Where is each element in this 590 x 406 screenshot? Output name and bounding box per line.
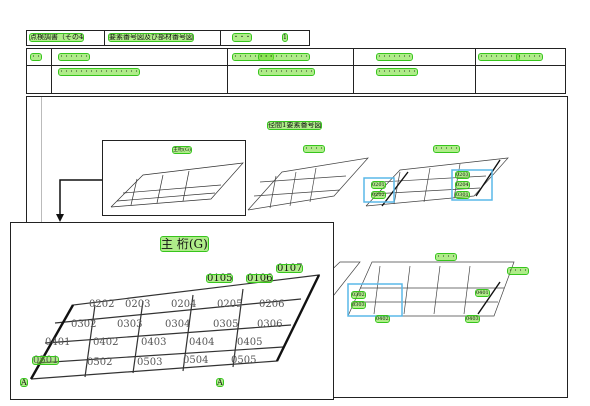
grid-label-r3-c4: 0404 xyxy=(189,337,215,348)
grid-label-r4-c3: 0503 xyxy=(137,357,163,368)
inset-thumbnail: 主桁(G) xyxy=(102,140,246,216)
info-cell-3: ・・・・・・・・ xyxy=(231,53,275,61)
thumb-label-6: 0302 xyxy=(351,291,366,299)
info-cell-2: ・・・・・・ xyxy=(57,53,91,61)
grid-label-r1-c1: 0202 xyxy=(89,299,115,310)
document-subtitle: 要素番号図及び部材番号図 xyxy=(108,33,194,42)
callout-1: 0105 xyxy=(205,273,234,284)
plan-title: 径間1要素番号図 xyxy=(266,121,323,130)
grid-label-r4-c5: 0505 xyxy=(231,355,257,366)
corner-label-left: A xyxy=(20,378,28,387)
thumb-label-8: 0401 xyxy=(475,289,490,297)
grid-label-r1-c4: 0205 xyxy=(217,299,243,310)
page-mark-1: ・・・ xyxy=(231,33,253,42)
info-cell-7: ・・・・・ xyxy=(515,53,544,61)
info-cell-8: ・・・・・・・・・・・・・・・・ xyxy=(57,68,141,76)
thumb-label-1: 0201 xyxy=(371,181,386,189)
sub-title-2: ・・・・ xyxy=(302,145,326,153)
thumb-label-4: 0204 xyxy=(455,181,470,189)
sub-title-3: ・・・・・ xyxy=(432,145,461,153)
title-box: 点検調書（その4 xyxy=(26,30,106,46)
corner-label-right: A xyxy=(216,378,224,387)
info-table: ・・ ・・・・・・ ・・・・・・・・ ・・・・・・・・・・ ・・・・・・・ ・・… xyxy=(26,48,566,94)
sub-title-4: ・・・・ xyxy=(434,253,458,261)
info-cell-10: ・・・・・・・・ xyxy=(375,68,419,76)
info-cell-1: ・・ xyxy=(29,53,43,61)
grid-label-r2-c4: 0305 xyxy=(213,319,239,330)
grid-label-r2-c3: 0304 xyxy=(165,319,191,330)
grid-label-r4-c1: 0501 xyxy=(31,355,60,366)
grid-label-r2-c2: 0303 xyxy=(117,319,143,330)
grid-label-r4-c2: 0502 xyxy=(87,357,113,368)
zoom-box: 主 桁(G) 0202 0203 0204 0205 0206 0302 030… xyxy=(10,222,334,400)
zoom-title: 主 桁(G) xyxy=(160,236,209,252)
thumb-label-7: 0303 xyxy=(351,301,366,309)
info-cell-4: ・・・・・・・・・・ xyxy=(257,53,311,61)
zoom-girder-frame xyxy=(29,274,321,380)
page-mark-box: ・・・ 1 xyxy=(220,30,310,46)
thumb-label-3: 0203 xyxy=(455,171,470,179)
grid-label-r3-c5: 0405 xyxy=(237,337,263,348)
thumb-label-9: 0402 xyxy=(375,315,390,323)
callout-2: 0106 xyxy=(245,273,274,284)
subtitle-box: 要素番号図及び部材番号図 xyxy=(104,30,222,46)
thumb-label-5: 0301 xyxy=(455,191,470,199)
page-mark-2: 1 xyxy=(282,33,288,42)
grid-label-r3-c3: 0403 xyxy=(141,337,167,348)
thumb-label-10: 0403 xyxy=(465,315,480,323)
grid-label-r3-c1: 0401 xyxy=(45,337,71,348)
grid-label-r2-c5: 0306 xyxy=(257,319,283,330)
inset-sub-title: 主桁(G) xyxy=(172,146,192,154)
callout-3: 0107 xyxy=(275,263,304,274)
grid-label-r4-c4: 0504 xyxy=(183,355,209,366)
sub-title-5: ・・・・ xyxy=(506,267,530,275)
document-title: 点検調書（その4 xyxy=(28,33,85,42)
grid-label-r1-c3: 0204 xyxy=(171,299,197,310)
grid-label-r3-c2: 0402 xyxy=(93,337,119,348)
grid-label-r2-c1: 0302 xyxy=(71,319,97,330)
info-cell-6: ・・・・・・・・ xyxy=(477,53,521,61)
grid-label-r1-c2: 0203 xyxy=(125,299,151,310)
info-cell-5: ・・・・・・・ xyxy=(375,53,414,61)
thumb-label-2: 0202 xyxy=(371,191,386,199)
info-cell-9: ・・・・・・・・・・・ xyxy=(257,68,316,76)
grid-label-r1-c5: 0206 xyxy=(259,299,285,310)
